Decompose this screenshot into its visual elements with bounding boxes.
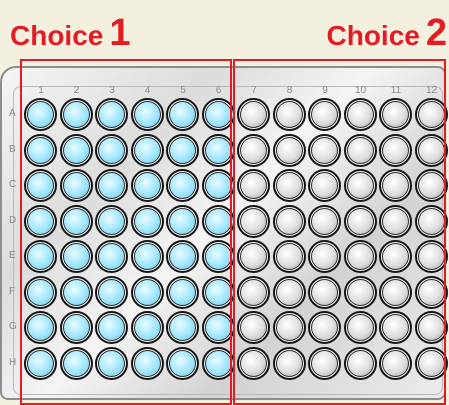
choice-1-title-number: 1 [109,12,130,54]
choice-2-title-number: 2 [426,12,447,54]
choice-2-selection-box [233,59,446,405]
choice-1-selection-box [20,59,232,405]
choice-1-title-word: Choice [10,20,103,51]
choice-2-title-word: Choice [327,20,420,51]
